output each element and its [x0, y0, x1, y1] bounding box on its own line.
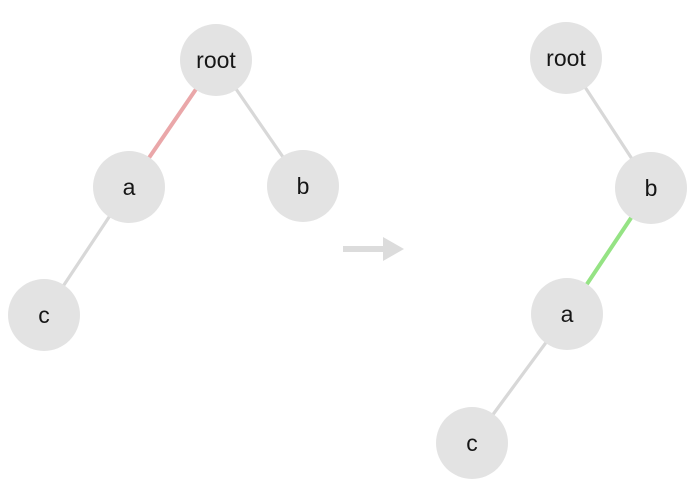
- node-after-c: [436, 407, 508, 479]
- arrow-head-icon: [383, 237, 404, 261]
- node-label-after-a: a: [561, 301, 574, 327]
- node-label-before-c: c: [38, 302, 50, 328]
- node-before-root: [180, 24, 252, 96]
- tree-before: root a b c: [8, 24, 339, 351]
- node-label-after-c: c: [466, 430, 478, 456]
- node-before-c: [8, 279, 80, 351]
- node-label-after-b: b: [645, 175, 658, 201]
- transform-arrow: [343, 237, 404, 261]
- node-label-before-b: b: [297, 173, 310, 199]
- node-label-before-root: root: [196, 47, 236, 73]
- node-label-before-a: a: [123, 174, 136, 200]
- node-after-a: [531, 278, 603, 350]
- node-before-a: [93, 151, 165, 223]
- node-label-after-root: root: [546, 45, 586, 71]
- node-after-root: [530, 22, 602, 94]
- node-before-b: [267, 150, 339, 222]
- node-after-b: [615, 152, 687, 224]
- tree-after: root b a c: [436, 22, 687, 479]
